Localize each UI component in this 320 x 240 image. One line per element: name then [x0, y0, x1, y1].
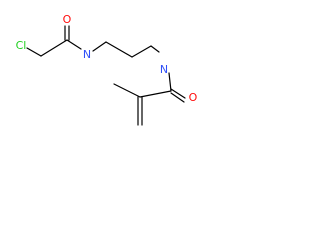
- bond-alkene-methyl: [113, 83, 141, 98]
- atom-o-left-label: O: [63, 13, 72, 26]
- bond-carbonyl-alkene: [139, 90, 172, 98]
- bond-carbonyl-o-right-a: [170, 88, 186, 99]
- bond-ch2-carbonyl-left: [40, 39, 68, 57]
- bond-ch2-ch2-b: [131, 45, 152, 58]
- bond-ch2-ch2: [105, 41, 133, 58]
- bond-ch2-n-right: [150, 45, 160, 53]
- bond-cl-ch2: [26, 47, 42, 57]
- atom-n-left-label: N: [83, 48, 91, 61]
- atom-n-right-label: N: [160, 63, 168, 76]
- bonds: [26, 25, 186, 126]
- atom-o-right-label: O: [189, 91, 198, 104]
- bond-carbonyl-n-left: [66, 39, 82, 50]
- bond-n-carbonyl-right: [168, 72, 172, 92]
- atom-labels: Cl O N N O: [16, 13, 198, 104]
- atom-cl-label: Cl: [16, 39, 27, 52]
- bond-n-ch2-a: [92, 41, 107, 52]
- bond-carbonyl-o-right-b: [170, 92, 185, 103]
- chemical-structure-diagram: Cl O N N O: [16, 13, 198, 126]
